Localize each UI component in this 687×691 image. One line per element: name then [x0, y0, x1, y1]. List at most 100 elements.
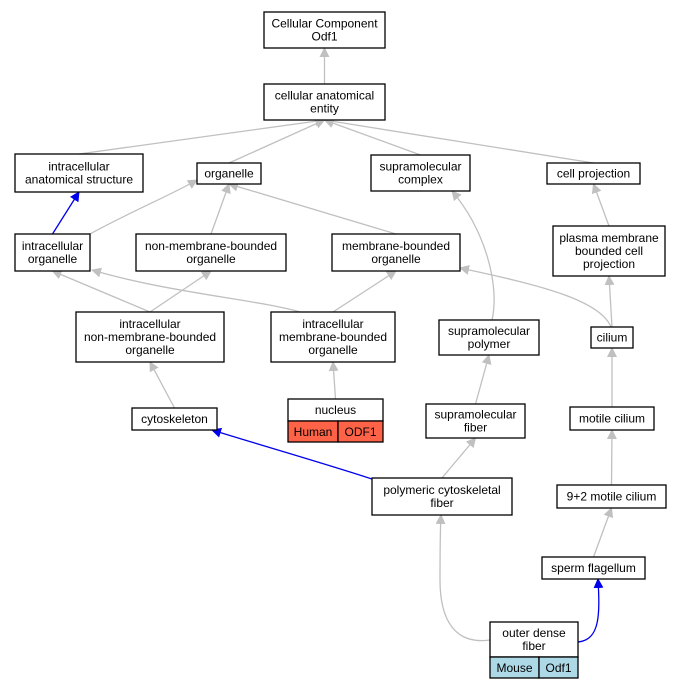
node-label-line: organelle — [308, 343, 358, 357]
edge-cilium-to-mbo — [459, 264, 612, 328]
node-label-line: supramolecular — [379, 160, 461, 174]
node-label-line: cellular anatomical — [275, 89, 374, 103]
edge-odf-to-sperm — [577, 578, 604, 643]
node-label-line: membrane-bounded — [342, 239, 450, 253]
node-m92[interactable]: 9+2 motile cilium — [556, 484, 667, 509]
node-label-line: organelle — [28, 252, 78, 266]
node-box — [14, 233, 91, 272]
node-cellproj[interactable]: cell projection — [546, 162, 641, 185]
species-cell: Mouse — [496, 661, 532, 675]
node-inmbo[interactable]: intracellularnon-membrane-boundedorganel… — [75, 311, 225, 363]
edge-mbo-to-organelle — [228, 181, 397, 235]
node-sperm[interactable]: sperm flagellum — [541, 556, 646, 580]
edge-pmbcp-to-cellproj — [591, 183, 610, 227]
node-box — [552, 225, 666, 277]
node-label-line: 9+2 motile cilium — [567, 490, 657, 504]
node-box — [541, 556, 646, 580]
node-label-line: fiber — [430, 496, 453, 510]
node-label-line: non-membrane-bounded — [84, 330, 216, 344]
edge-inmbo-to-intraorg — [51, 269, 151, 313]
node-label-line: intracellular — [22, 239, 83, 253]
gene-cell: ODF1 — [344, 425, 376, 439]
gene-cell-box — [538, 656, 579, 679]
node-box — [75, 311, 225, 363]
node-label-line: cytoskeleton — [141, 412, 208, 426]
node-label-line: outer dense — [502, 626, 566, 640]
node-label-line: polymer — [468, 337, 511, 351]
node-label-line: nucleus — [315, 403, 356, 417]
node-label-line: organelle — [204, 167, 254, 181]
node-box — [135, 233, 287, 272]
edge-nucleus-to-imbo — [328, 361, 339, 400]
node-box — [263, 11, 386, 49]
edge-sperm-to-m92 — [592, 507, 614, 558]
edge-cytoskeleton-to-inmbo — [149, 361, 176, 409]
node-label-line: anatomical structure — [25, 173, 133, 187]
node-box — [14, 153, 144, 193]
edge-supcomplex-to-cae — [323, 118, 421, 156]
node-label-line: projection — [583, 257, 635, 271]
node-box — [370, 154, 471, 192]
node-organelle[interactable]: organelle — [196, 162, 262, 185]
edge-intraorg-to-ias — [51, 191, 80, 235]
gene-cell: Odf1 — [545, 661, 571, 675]
node-label-line: supramolecular — [434, 408, 516, 422]
node-motcilium[interactable]: motile cilium — [569, 406, 655, 431]
node-box — [546, 162, 641, 185]
edge-imbo-to-mbo — [332, 270, 397, 313]
node-label-line: complex — [398, 173, 443, 187]
node-label-line: cell projection — [557, 167, 630, 181]
node-label-line: motile cilium — [579, 412, 645, 426]
node-label-line: non-membrane-bounded — [145, 239, 277, 253]
node-box — [196, 162, 262, 185]
node-box — [263, 83, 386, 121]
node-box — [438, 319, 540, 356]
node-box — [131, 407, 218, 431]
node-box — [371, 477, 513, 516]
node-label-line: Cellular Component — [271, 17, 378, 31]
node-label-line: sperm flagellum — [551, 561, 636, 575]
node-cilium[interactable]: cilium — [590, 326, 634, 349]
gene-cell-box — [337, 420, 384, 443]
node-box — [556, 484, 667, 509]
edge-intraorg-to-organelle — [89, 179, 198, 235]
edge-imbo-to-intraorg — [91, 267, 301, 313]
node-label-line: entity — [310, 102, 339, 116]
node-label-line: bounded cell — [575, 244, 643, 258]
node-box — [331, 233, 461, 272]
node-box — [590, 326, 634, 349]
species-cell: Human — [294, 425, 333, 439]
edge-nmbo-to-organelle — [210, 183, 231, 235]
edge-ias-to-cae — [78, 116, 326, 155]
edge-cilium-to-pmbcp — [604, 275, 615, 328]
node-label-line: fiber — [522, 639, 545, 653]
node-label-line: intracellular — [119, 317, 180, 331]
node-label-line: Odf1 — [311, 30, 337, 44]
node-cytoskeleton[interactable]: cytoskeleton — [131, 407, 218, 431]
node-label-line: intracellular — [48, 160, 109, 174]
node-label-line: membrane-bounded — [279, 330, 387, 344]
edge-odf-to-pcf — [435, 514, 491, 642]
node-box — [425, 403, 526, 439]
node-label-line: plasma membrane — [559, 231, 659, 245]
edge-supfiber-to-suppoly — [474, 354, 492, 405]
edge-pcf-to-cytoskeleton — [211, 427, 376, 481]
node-label-line: fiber — [464, 421, 487, 435]
